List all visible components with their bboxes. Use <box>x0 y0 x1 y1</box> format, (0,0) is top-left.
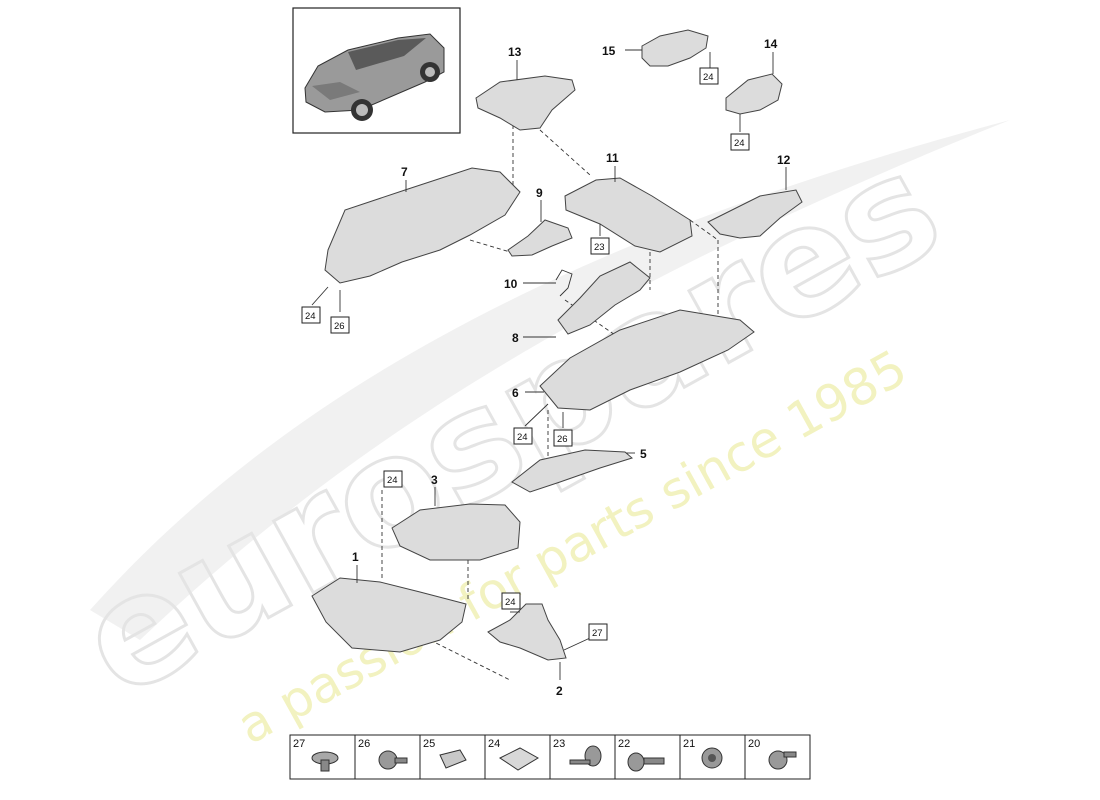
speed-nut-icon <box>499 747 539 771</box>
boxed-ref-24-top: 24 <box>699 67 719 85</box>
svg-text:23: 23 <box>594 242 605 253</box>
svg-text:27: 27 <box>592 628 603 639</box>
callout-2: 2 <box>556 684 563 698</box>
part-12-shield <box>707 189 803 239</box>
boxed-ref-24-bottom: 24 <box>501 592 521 610</box>
part-5-shield <box>511 449 634 493</box>
push-clip-icon <box>569 745 602 767</box>
part-10-clip <box>555 269 573 297</box>
svg-text:24: 24 <box>305 311 316 322</box>
callout-7: 7 <box>401 165 408 179</box>
fastener-label-23: 23 <box>553 738 565 750</box>
part-13-shield <box>475 75 576 131</box>
flange-screw-icon <box>768 750 797 770</box>
assembly-lines <box>381 125 719 681</box>
boxed-ref-24-left: 24 <box>301 306 321 324</box>
part-3-underbody-panel-front <box>391 503 521 561</box>
boxed-refs: 24 24 24 24 24 24 23 26 <box>301 67 750 641</box>
part-2-wheelarch-shield <box>487 603 567 661</box>
callout-14: 14 <box>764 37 778 51</box>
fastener-strip: 27 26 25 24 23 22 21 20 <box>289 734 811 780</box>
svg-text:24: 24 <box>387 475 398 486</box>
fastener-label-20: 20 <box>748 738 760 750</box>
part-6-underbody-panel-main <box>539 309 755 411</box>
callout-11: 11 <box>606 151 619 165</box>
callout-3: 3 <box>431 473 438 487</box>
boxed-ref-26-left: 26 <box>330 316 350 334</box>
part-11-underbody-panel-center <box>564 177 693 253</box>
vehicle-thumbnail <box>292 7 461 134</box>
boxed-ref-24-center: 24 <box>513 427 533 445</box>
svg-text:24: 24 <box>703 72 714 83</box>
callout-1: 1 <box>352 550 359 564</box>
svg-text:24: 24 <box>517 432 528 443</box>
part-14-shield <box>725 73 783 115</box>
callout-numbers: 1 2 3 5 6 7 8 9 10 11 12 13 14 15 <box>352 37 791 698</box>
svg-text:26: 26 <box>557 434 568 445</box>
callout-13: 13 <box>508 45 522 59</box>
boxed-ref-23: 23 <box>590 237 610 255</box>
flange-nut-icon <box>701 747 723 769</box>
callout-6: 6 <box>512 386 519 400</box>
part-15-shield <box>641 29 709 67</box>
fastener-label-22: 22 <box>618 738 630 750</box>
boxed-ref-24-right: 24 <box>730 133 750 151</box>
fastener-label-25: 25 <box>423 738 435 750</box>
callout-8: 8 <box>512 331 519 345</box>
callout-9: 9 <box>536 186 543 200</box>
part-9-bracket <box>507 219 573 257</box>
callout-15: 15 <box>602 44 616 58</box>
callout-10: 10 <box>504 277 518 291</box>
boxed-ref-27: 27 <box>588 623 608 641</box>
svg-text:26: 26 <box>334 321 345 332</box>
screw-icon <box>311 751 339 772</box>
part-7-underbody-panel-left <box>324 167 521 284</box>
fastener-label-24: 24 <box>488 738 500 750</box>
bolt-icon <box>378 750 408 770</box>
fastener-label-26: 26 <box>358 738 370 750</box>
fastener-label-27: 27 <box>293 738 305 750</box>
part-8-heat-shield <box>557 261 651 335</box>
boxed-ref-24-front: 24 <box>383 470 403 488</box>
leader-lines <box>311 49 787 680</box>
svg-text:24: 24 <box>734 138 745 149</box>
callout-5: 5 <box>640 447 647 461</box>
fastener-label-21: 21 <box>683 738 695 750</box>
boxed-ref-26-center: 26 <box>553 429 573 447</box>
svg-text:24: 24 <box>505 597 516 608</box>
expansion-rivet-icon <box>627 752 665 772</box>
part-1-engine-cover <box>311 577 467 653</box>
clip-nut-icon <box>439 749 467 769</box>
callout-12: 12 <box>777 153 791 167</box>
